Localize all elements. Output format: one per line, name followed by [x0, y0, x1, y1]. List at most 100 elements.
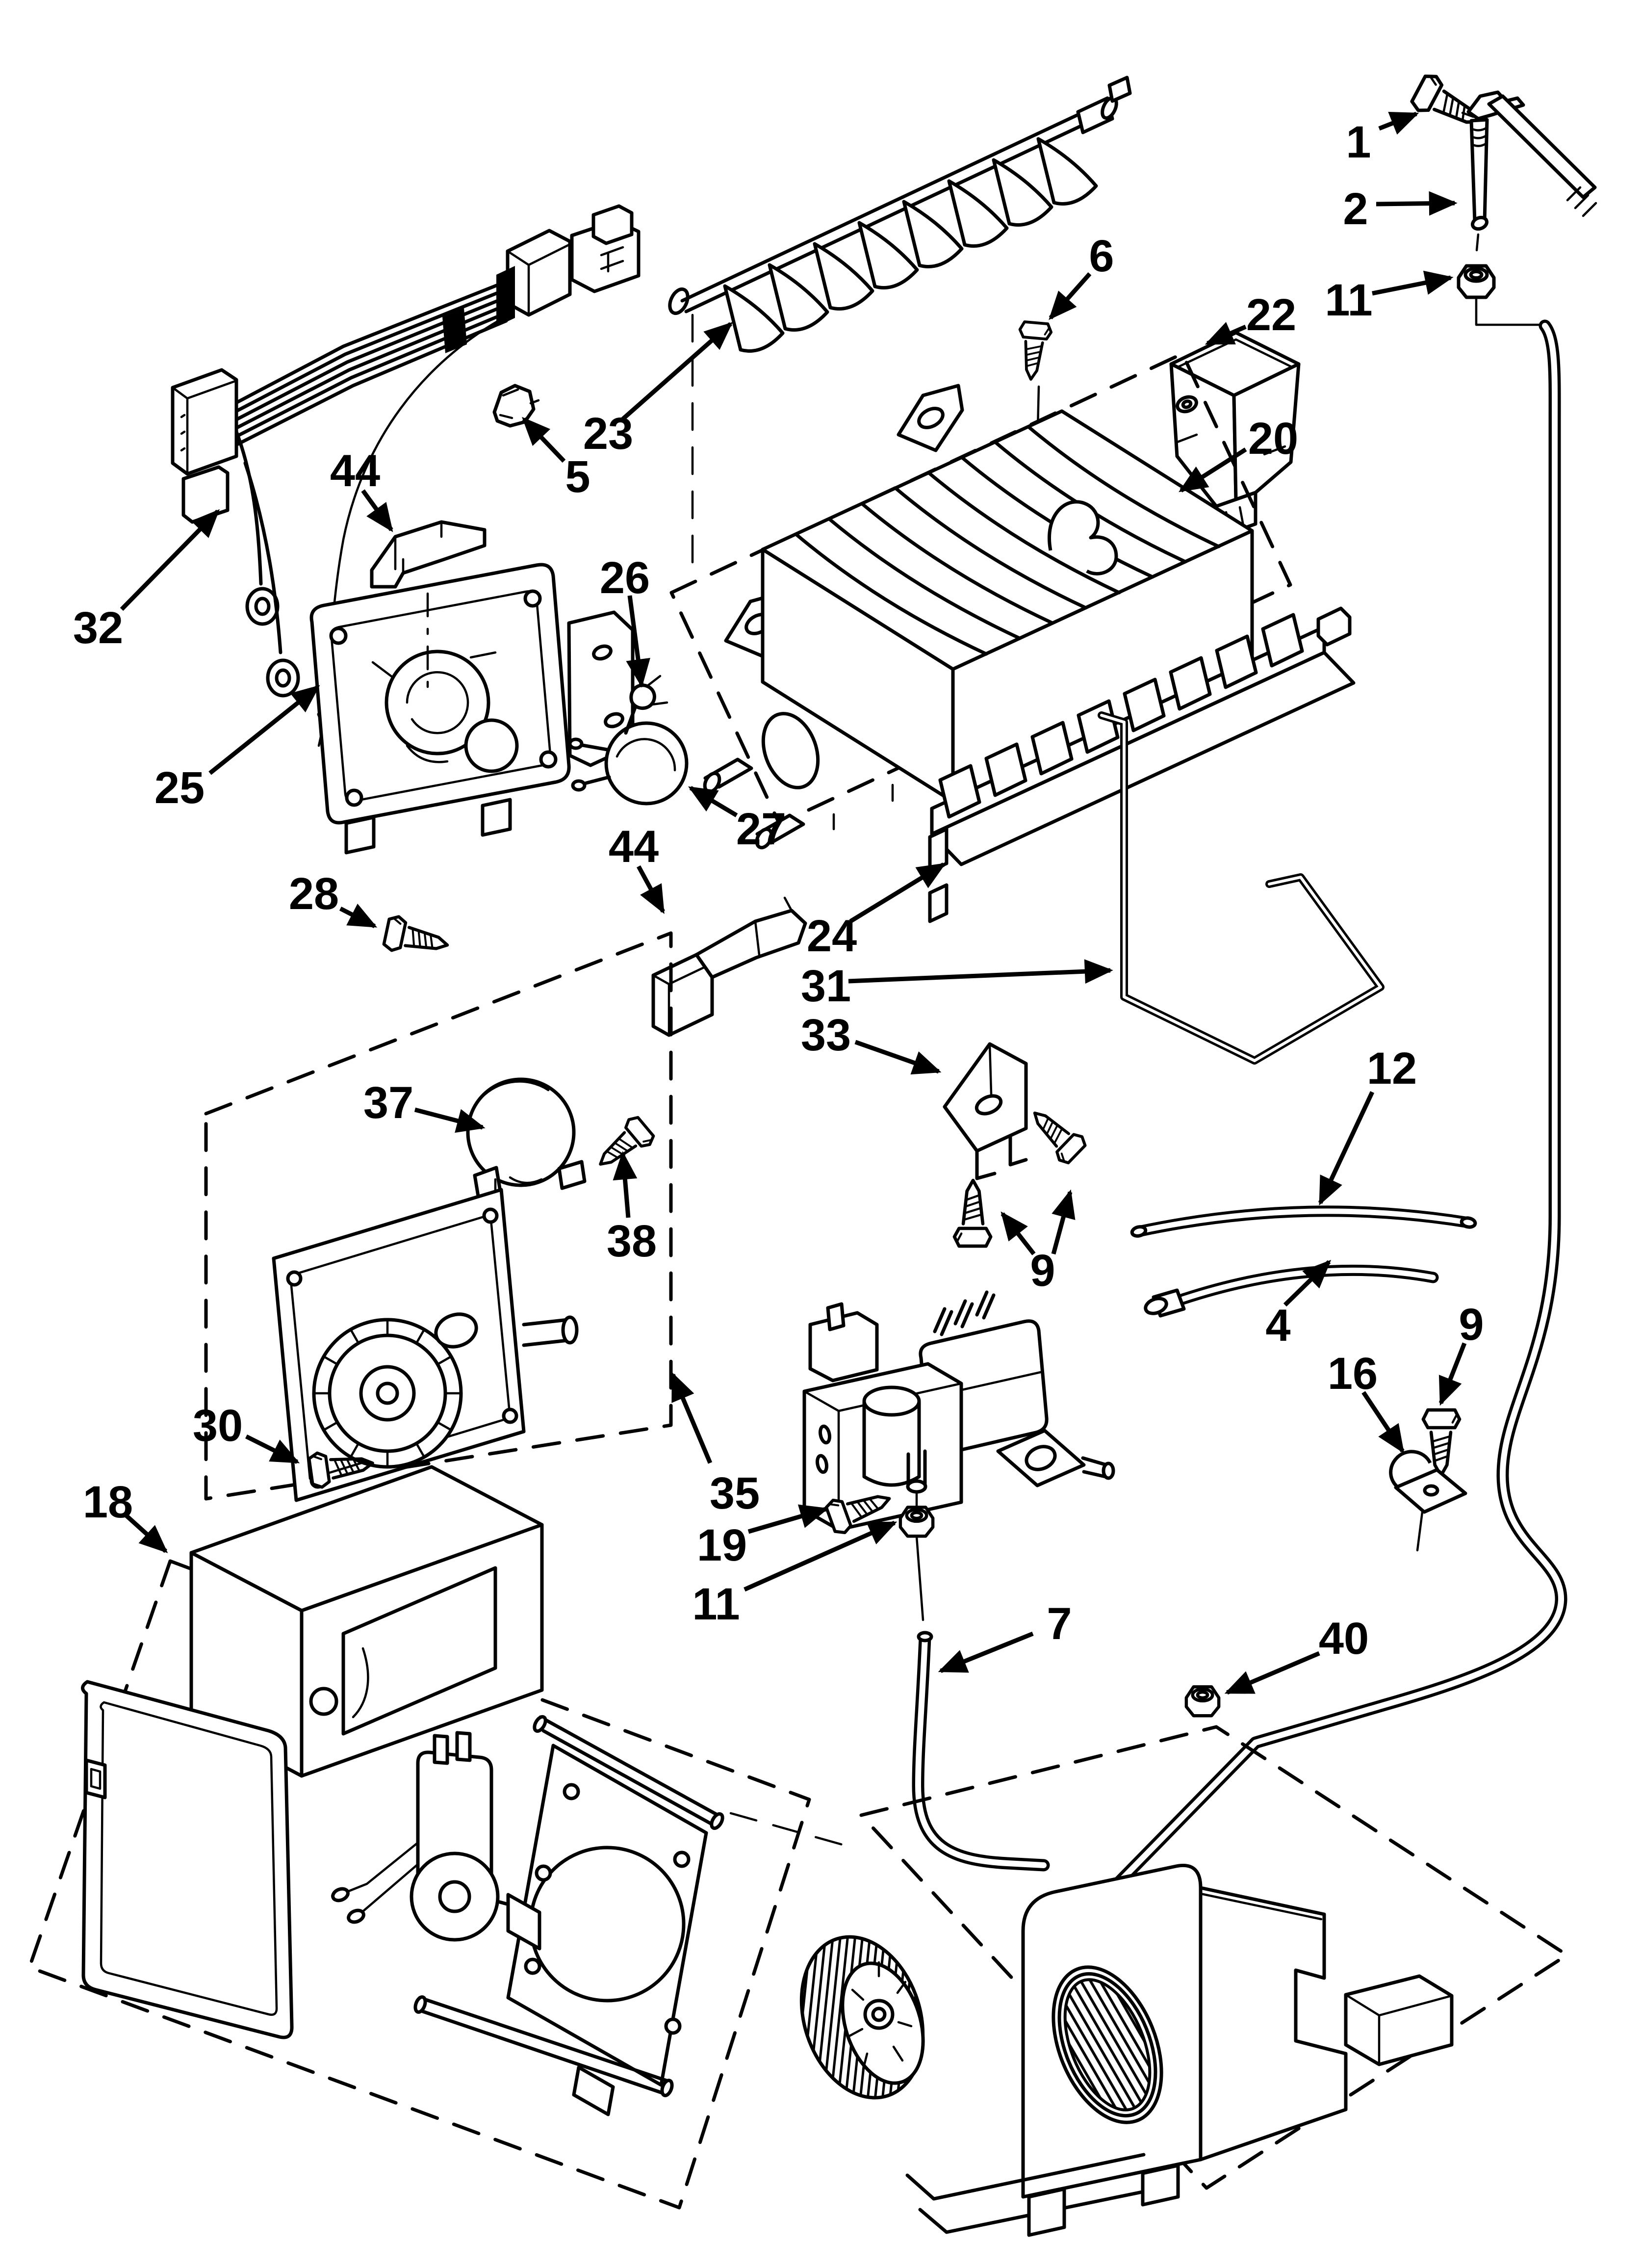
leader-arrow-16	[1361, 1391, 1405, 1454]
callout-label-27: 27	[736, 804, 786, 854]
part-screw-9-left	[954, 1180, 991, 1246]
part-nut-40	[1186, 1687, 1219, 1716]
callout-38: 38	[607, 1151, 657, 1266]
leader-arrow-32	[120, 509, 220, 611]
callout-label-44: 44	[330, 446, 380, 496]
callout-label-11: 11	[692, 1579, 740, 1629]
part-gear-plate	[272, 1188, 579, 1502]
part-ice-chute-22	[1169, 331, 1301, 540]
part-clip-5	[492, 384, 540, 429]
leader-arrow-18	[124, 1513, 168, 1553]
callout-label-26: 26	[600, 553, 650, 603]
dashed-link	[729, 1812, 858, 1850]
part-water-valve-10	[802, 1290, 1115, 1532]
callout-11: 11	[1325, 270, 1454, 325]
callout-label-28: 28	[289, 869, 339, 919]
callout-11: 11	[692, 1520, 898, 1629]
part-clip-26	[624, 675, 668, 735]
leader-arrow-6	[1049, 272, 1092, 320]
leader-arrow-37	[414, 1107, 486, 1133]
leader-arrow-44	[361, 489, 393, 532]
callout-24: 24	[807, 862, 946, 961]
leader-arrow-27	[688, 786, 738, 817]
callout-label-25: 25	[154, 763, 205, 813]
callout-7: 7	[938, 1599, 1072, 1673]
callout-label-7: 7	[1047, 1599, 1072, 1649]
callout-18: 18	[83, 1477, 168, 1553]
callout-1: 1	[1346, 111, 1419, 167]
callout-label-20: 20	[1248, 414, 1298, 464]
part-support-rods	[413, 1715, 724, 2097]
callout-label-11: 11	[1325, 275, 1372, 325]
leader-arrow-22	[1205, 322, 1247, 346]
leader-arrow-23	[621, 322, 733, 421]
callout-32: 32	[73, 509, 220, 653]
callout-label-35: 35	[710, 1468, 760, 1518]
leader-arrow-4	[1283, 1259, 1332, 1307]
callout-label-18: 18	[83, 1477, 133, 1527]
callout-label-38: 38	[607, 1216, 657, 1266]
callout-label-40: 40	[1319, 1614, 1369, 1664]
callout-33: 33	[801, 1010, 942, 1075]
valve-to-tube-line	[915, 1535, 924, 1621]
callout-label-37: 37	[363, 1078, 413, 1128]
leader-arrow-28	[339, 903, 378, 929]
callout-label-9: 9	[1459, 1300, 1484, 1350]
callout-40: 40	[1224, 1614, 1369, 1695]
callout-layer: 1211622202353244262527442824313337381294…	[73, 111, 1484, 1695]
callout-27: 27	[688, 786, 786, 854]
callout-label-2: 2	[1343, 184, 1368, 234]
callout-12: 12	[1318, 1043, 1417, 1206]
leader-arrow-33	[854, 1040, 942, 1075]
dashed-box-18	[27, 1559, 811, 2210]
callout-19: 19	[697, 1504, 829, 1570]
part-clip-44-lower	[651, 896, 807, 1037]
part-wire-harness-32	[171, 204, 641, 747]
part-screw-28	[383, 915, 451, 962]
leader-arrow-11	[1372, 270, 1454, 296]
leader-arrow-11	[744, 1520, 898, 1592]
callout-label-4: 4	[1265, 1301, 1290, 1351]
callout-30: 30	[193, 1401, 300, 1464]
callout-25: 25	[154, 685, 320, 813]
callout-label-9: 9	[1030, 1246, 1055, 1296]
callout-2: 2	[1343, 184, 1458, 234]
part-screw-9-far-right	[1423, 1410, 1460, 1476]
part-fan-motor	[331, 1731, 539, 1942]
callout-26: 26	[600, 553, 650, 688]
callout-label-12: 12	[1367, 1043, 1417, 1094]
leader-arrow-35	[670, 1372, 713, 1464]
part-fan-cover	[189, 1465, 544, 1778]
part-shutoff-arm-31	[1098, 711, 1385, 1065]
part-motor-37	[466, 1077, 587, 1201]
callout-35: 35	[670, 1372, 760, 1518]
callout-9: 9	[1001, 1189, 1076, 1296]
leader-arrow-31	[848, 959, 1113, 984]
callout-label-19: 19	[697, 1520, 747, 1570]
leader-arrow-20	[1179, 447, 1247, 493]
callout-4: 4	[1265, 1259, 1332, 1351]
callout-6: 6	[1049, 231, 1114, 320]
leader-arrow-19	[747, 1504, 829, 1534]
leader-arrow-12	[1318, 1091, 1375, 1206]
part-air-housing	[905, 1864, 1454, 2237]
leader-arrow-40	[1224, 1651, 1320, 1695]
callout-label-23: 23	[583, 409, 633, 459]
part-fill-tube-7	[912, 1631, 1050, 1872]
part-screw-9-right	[1023, 1102, 1088, 1166]
leader-arrow-1	[1378, 111, 1419, 135]
callout-28: 28	[289, 869, 378, 929]
part-clamp-16	[1389, 1450, 1467, 1552]
leader-arrow-9	[1438, 1342, 1467, 1406]
leader-arrow-2	[1376, 191, 1458, 216]
callout-label-30: 30	[193, 1401, 243, 1451]
part-water-inlet-tube-2	[1461, 90, 1597, 252]
callout-20: 20	[1179, 414, 1298, 493]
part-fan-mounting-plate	[506, 1744, 708, 2116]
callout-label-33: 33	[801, 1010, 851, 1060]
callout-5: 5	[521, 417, 590, 502]
callout-23: 23	[583, 322, 733, 459]
part-module-25	[309, 563, 635, 855]
leader-arrow-9	[1051, 1189, 1076, 1255]
